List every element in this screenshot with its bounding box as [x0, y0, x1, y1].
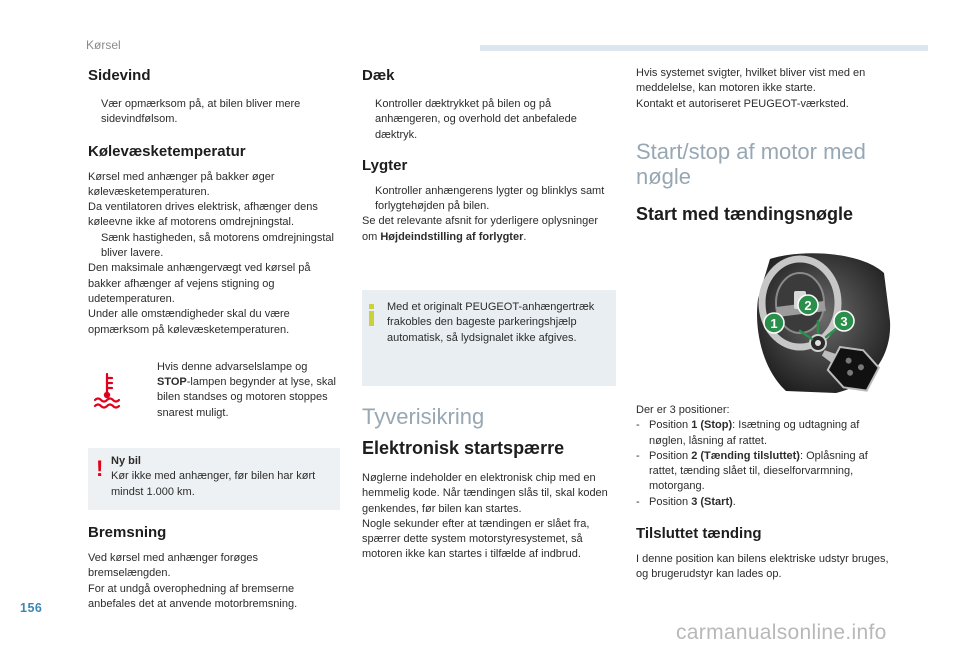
header-bar [480, 45, 928, 51]
paragraph: Da ventilatoren drives elektrisk, afhæng… [88, 201, 318, 229]
paragraph: Under alle omstændigheder skal du være o… [88, 308, 290, 336]
paragraph: I denne position kan bilens elektriske u… [636, 553, 889, 581]
warning-box: ! Ny bil Kør ikke med anhænger, før bile… [88, 448, 340, 510]
bremsning-section: Bremsning Ved kørsel med anhænger forøge… [88, 523, 340, 612]
paragraph: Der er 3 positioner: [636, 404, 730, 416]
heading-tilsluttet-taending: Tilsluttet tænding [636, 525, 762, 543]
warning-lamp-note: Hvis denne advarselslampe og STOP-lampen… [144, 360, 340, 421]
paragraph: Kontakt et autoriseret PEUGEOT-værksted. [636, 97, 849, 110]
list-item: Sænk hastigheden, så motorens omdrejning… [88, 231, 340, 262]
callout-1: 1 [770, 316, 777, 331]
paragraph: For at undgå overophedning af bremserne … [88, 582, 298, 610]
exclamation-icon: ! [96, 456, 104, 481]
callout-2: 2 [804, 298, 811, 313]
bullet-icon [88, 231, 101, 262]
info-text: Med et originalt PEUGEOT-anhængertræk fr… [387, 301, 595, 344]
column-3: Hvis systemet svigter, hvilket bliver vi… [636, 66, 898, 225]
section-title: Kørsel [86, 38, 121, 52]
heading-lygter: Lygter [362, 156, 408, 174]
ignition-illustration: 1 2 3 [752, 251, 892, 396]
bullet-icon [88, 97, 101, 128]
chapter-title-tyverisikring: Tyverisikring [362, 404, 485, 429]
paragraph: Hvis systemet svigter, hvilket bliver vi… [636, 67, 866, 95]
list-item: Kontroller anhængerens lygter og blinkly… [362, 184, 616, 215]
heading-kolevaeske: Kølevæsketemperatur [88, 142, 246, 160]
coolant-temperature-icon [93, 372, 121, 409]
info-box: Med et originalt PEUGEOT-anhængertræk fr… [362, 290, 616, 386]
paragraph: Den maksimale anhængervægt ved kørsel på… [88, 262, 311, 305]
watermark: carmanualsonline.info [676, 621, 887, 644]
heading-sidevind: Sidevind [88, 67, 151, 84]
column-1: Sidevind Vær opmærksom på, at bilen bliv… [88, 66, 340, 421]
heading-start-med-taendingsnoegle: Start med tændingsnøgle [636, 203, 854, 224]
chapter-title-start-stop: Start/stop af motor med nøgle [636, 138, 866, 189]
heading-bremsning: Bremsning [88, 524, 167, 541]
heading-startspaerre: Elektronisk startspærre [362, 438, 565, 458]
list-item: Kontroller dæktrykket på bilen og på anh… [362, 97, 616, 143]
list-item: Vær opmærksom på, at bilen bliver mere s… [88, 97, 340, 128]
heading-daek: Dæk [362, 67, 395, 84]
bullet-icon [144, 360, 157, 421]
list-item: - Position 1 (Stop): Isætning og udtagni… [636, 419, 860, 447]
list-item: - Position 2 (Tænding tilsluttet): Oplås… [636, 449, 868, 493]
positions-section: Der er 3 positioner: - Position 1 (Stop)… [636, 403, 898, 583]
paragraph: Nøglerne indeholder en elektronisk chip … [362, 472, 608, 515]
bullet-icon [362, 97, 375, 143]
paragraph: Ved kørsel med anhænger forøges bremselæ… [88, 552, 258, 580]
warning-title: Ny bil [111, 455, 141, 467]
tyverisikring-section: Tyverisikring Elektronisk startspærre Nø… [362, 404, 616, 563]
paragraph: Nogle sekunder efter at tændingen er slå… [362, 517, 590, 561]
bullet-icon [362, 184, 375, 215]
info-icon [369, 304, 374, 326]
column-2: Dæk Kontroller dæktrykket på bilen og på… [362, 66, 616, 245]
page-number: 156 [20, 601, 43, 615]
warning-text: Kør ikke med anhænger, før bilen har kør… [111, 470, 316, 498]
paragraph: Kørsel med anhænger på bakker øger kølev… [88, 170, 275, 198]
callout-3: 3 [840, 314, 847, 329]
list-item: - Position 3 (Start). [636, 495, 736, 508]
paragraph: Se det relevante afsnit for yderligere o… [362, 215, 599, 243]
